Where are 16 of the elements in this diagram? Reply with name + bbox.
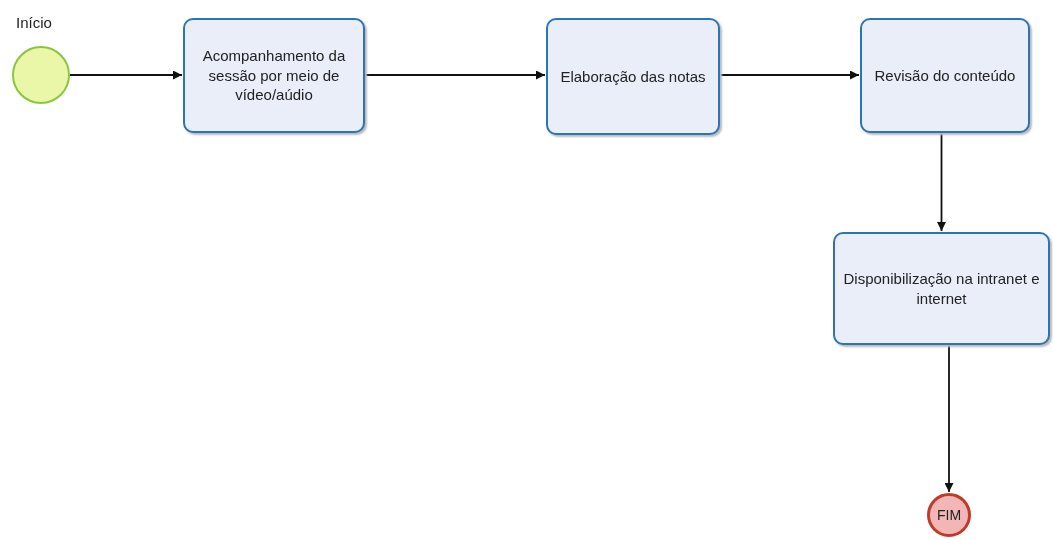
task-label: Revisão do conteúdo xyxy=(873,65,1017,86)
task-box xyxy=(833,232,1050,345)
task-box xyxy=(183,18,365,133)
event-label: Início xyxy=(16,14,52,31)
task-box xyxy=(860,18,1030,133)
task-label: Disponibilização na intranet e internet xyxy=(842,269,1041,308)
event-label: FIM xyxy=(936,507,962,523)
arrow xyxy=(719,70,860,80)
task-label: Elaboração das notas xyxy=(559,66,707,87)
task-box xyxy=(546,18,720,135)
arrow xyxy=(944,344,954,493)
arrow xyxy=(364,70,546,80)
task-label: Acompanhamento da sessão por meio de vídeo/aúdio xyxy=(201,46,347,105)
end-event-circle xyxy=(927,493,971,537)
arrow xyxy=(69,70,183,80)
arrow xyxy=(937,132,946,232)
